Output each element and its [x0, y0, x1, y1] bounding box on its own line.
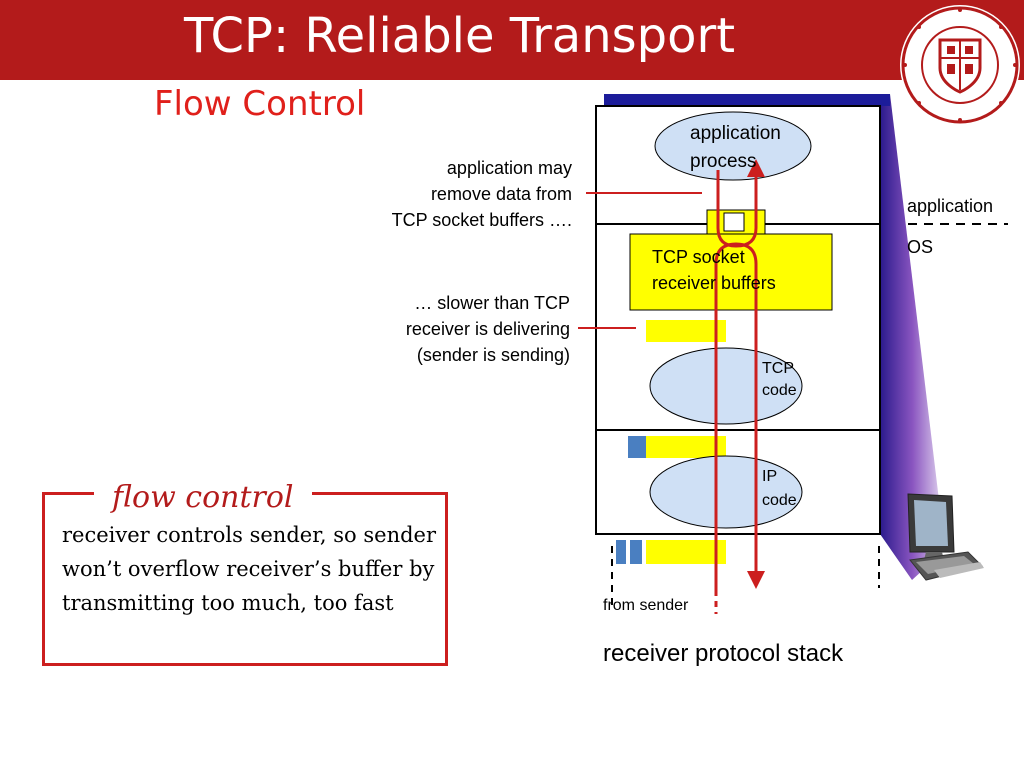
stack-top-edge	[604, 94, 890, 106]
link-packet-header-1	[616, 540, 626, 564]
socket-white	[723, 212, 745, 232]
computer-icon	[907, 493, 984, 581]
slide-title: TCP: Reliable Transport	[184, 8, 736, 64]
application-process-label-1: application	[690, 123, 781, 144]
slower-line-1: … slower than TCP	[414, 293, 570, 313]
tcp-buffer-bar	[646, 320, 726, 342]
application-process-ellipse	[654, 111, 812, 181]
app-remove-line-1: application may	[446, 158, 572, 178]
app-remove-line-3: TCP socket buffers ….	[391, 210, 572, 230]
tcp-code-ellipse	[649, 347, 803, 425]
socket-buffers-label-2: receiver buffers	[652, 273, 776, 293]
flow-control-heading: flow control	[94, 480, 312, 515]
slower-line-2: receiver is delivering	[405, 319, 570, 339]
tcp-code-label-1: TCP	[762, 360, 794, 377]
ip-buffer-bar	[646, 436, 726, 458]
ip-packet-header	[628, 436, 646, 458]
app-remove-line-2: remove data from	[430, 184, 572, 204]
ip-code-label-1: IP	[762, 468, 778, 485]
data-flow-path	[714, 242, 758, 590]
socket-buffers-label-1: TCP socket	[652, 247, 745, 267]
ip-code-ellipse	[649, 455, 803, 529]
link-buffer-bar	[646, 540, 726, 564]
tcp-code-label-2: code	[762, 382, 797, 399]
link-packet-header-2	[630, 540, 642, 564]
app-read-path	[716, 159, 765, 248]
flow-control-body: receiver controls sender, so sender won’…	[62, 523, 437, 615]
application-process-label-2: process	[690, 151, 757, 172]
app-remove-annotation: application may remove data from TCP soc…	[392, 155, 572, 233]
university-seal-icon	[900, 5, 1020, 125]
stack-shadow	[880, 94, 945, 580]
slide-subtitle: Flow Control	[154, 84, 366, 124]
ip-code-label-2: code	[762, 492, 797, 509]
slower-annotation: … slower than TCP receiver is delivering…	[406, 290, 570, 368]
slower-line-3: (sender is sending)	[416, 345, 570, 365]
os-layer-label: OS	[907, 237, 934, 257]
title-bar	[0, 0, 1024, 80]
from-sender-label: from sender	[603, 597, 689, 614]
stack-caption: receiver protocol stack	[603, 640, 844, 667]
application-layer-label: application	[907, 196, 994, 216]
